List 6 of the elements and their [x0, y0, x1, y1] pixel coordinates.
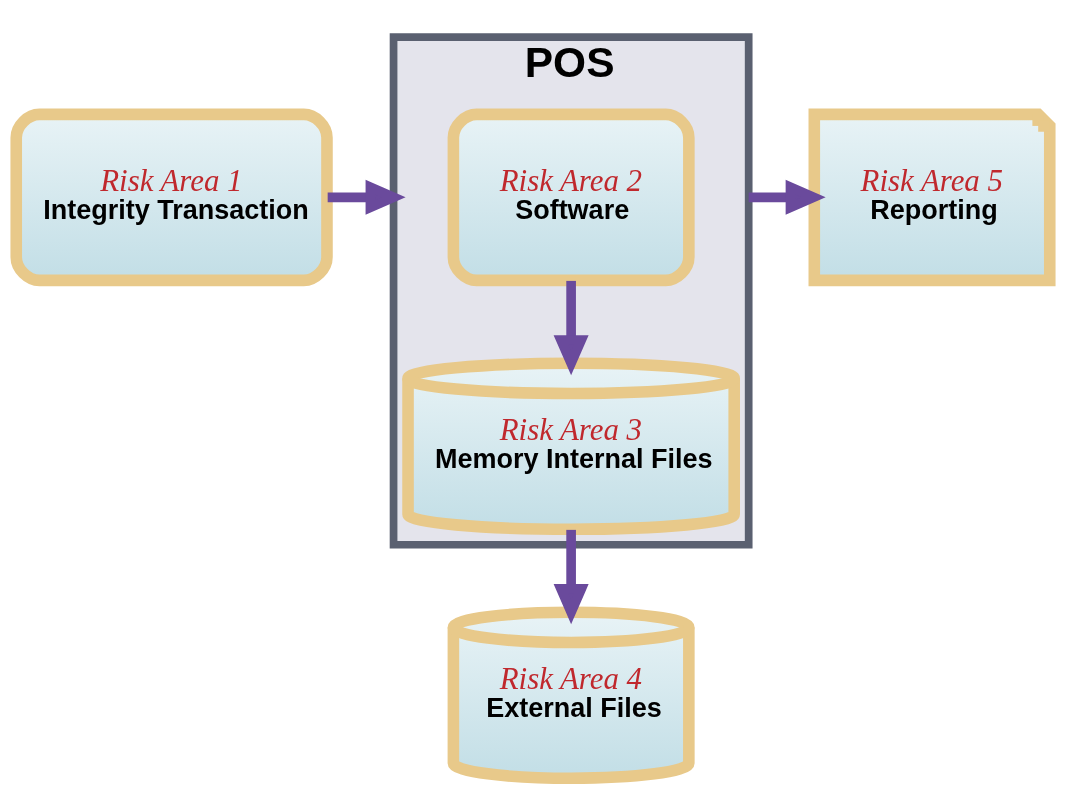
node-box: Risk Area 2 Software [447, 108, 695, 287]
arrow [327, 179, 406, 215]
arrow [553, 529, 589, 625]
arrow [553, 280, 589, 376]
arrow [748, 179, 826, 215]
node-box: Risk Area 1 Integrity Transaction [10, 108, 333, 287]
